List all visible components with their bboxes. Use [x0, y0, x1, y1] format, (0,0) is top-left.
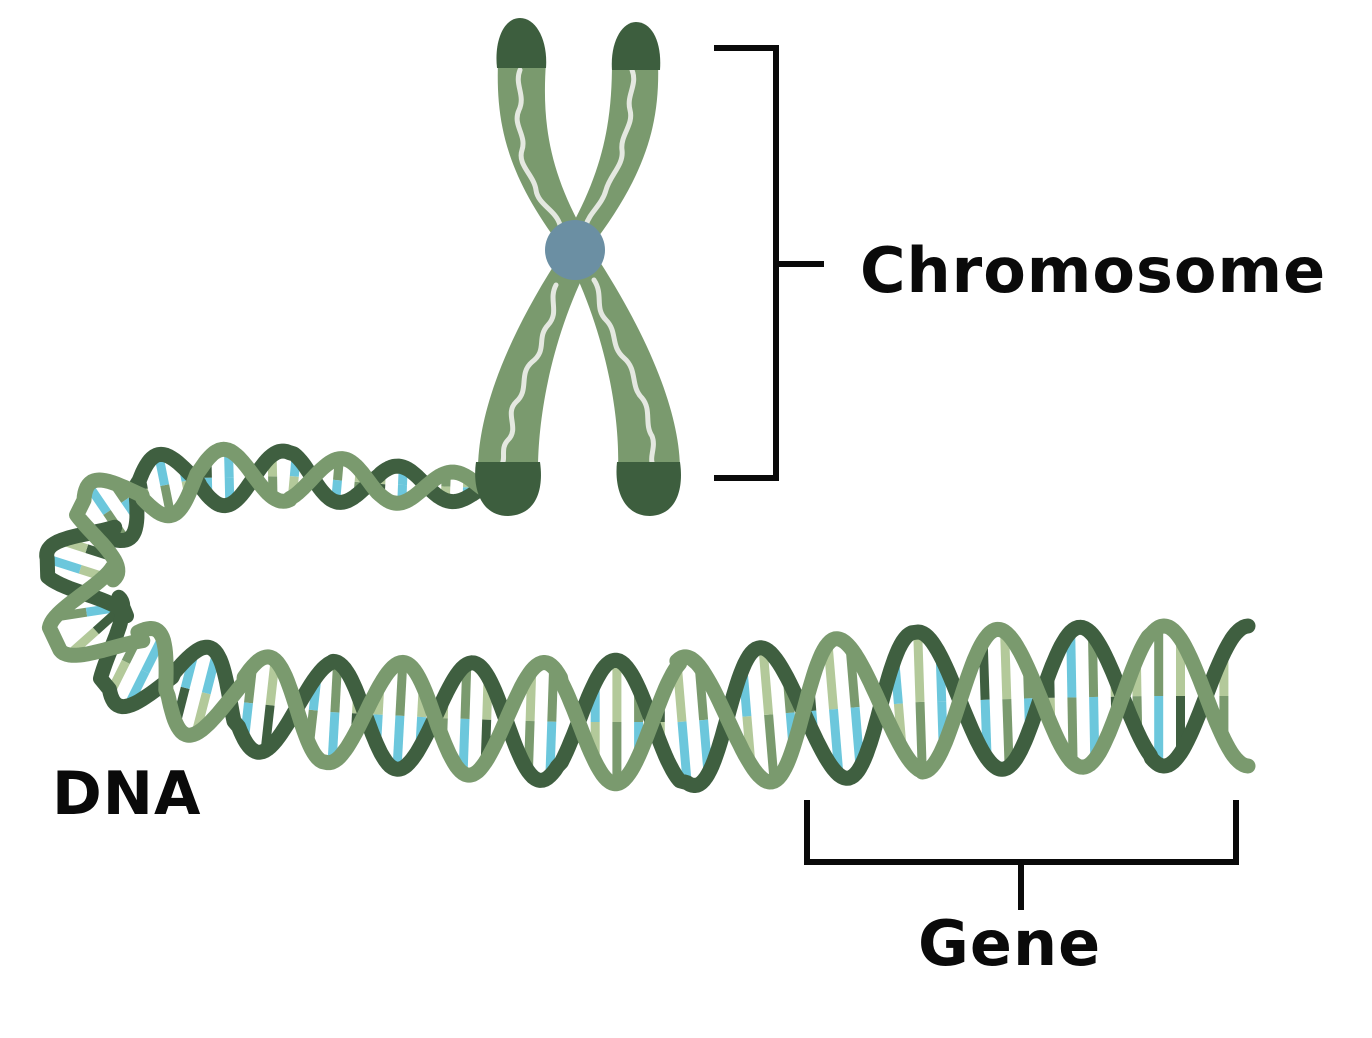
chromosome-label: Chromosome	[860, 234, 1326, 307]
centromere	[545, 220, 605, 280]
gene-bracket	[807, 800, 1236, 910]
base-pair-rung	[769, 715, 775, 782]
dna-label: DNA	[52, 759, 201, 829]
chromosome-arm-lower-left	[478, 262, 590, 470]
telomere-cap-top-right	[612, 22, 660, 70]
chromosome-arm-upper-right	[566, 62, 658, 240]
chromosome-bracket	[714, 48, 824, 478]
base-pair-rung	[918, 632, 920, 702]
telomere-cap-bottom-right	[616, 462, 680, 516]
telomere-cap-top-left	[496, 18, 546, 68]
chromosome-arm-upper-left	[498, 62, 586, 240]
gene-label: Gene	[918, 907, 1101, 980]
telomere-cap-bottom-left	[475, 462, 541, 516]
chromosome-arm-lower-right	[570, 262, 680, 470]
chromosome-illustration	[475, 18, 681, 516]
